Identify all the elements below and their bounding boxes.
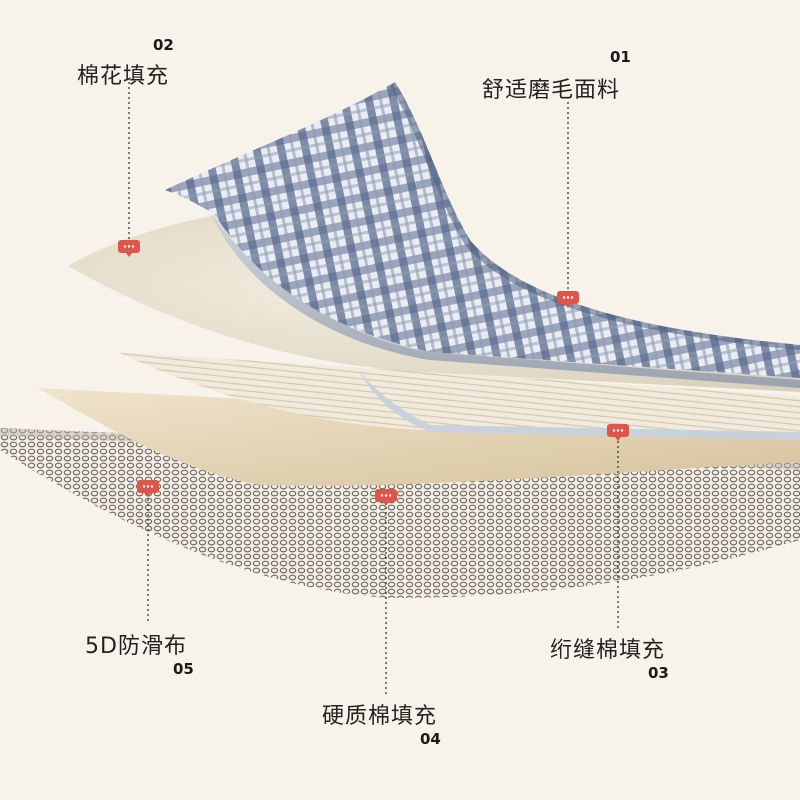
layer-03-quilted-cotton [118,352,800,436]
layer-01-plaid-fabric [165,82,800,378]
layer-04-hard-cotton [38,388,800,486]
layer-05-name: 5D防滑布 [85,634,187,659]
layer-02-name: 棉花填充 [77,64,170,89]
layer-05-number: 05 [173,660,194,678]
marker-02-chat-bubble-icon [118,240,140,257]
marker-03-chat-bubble-icon [607,424,629,441]
layer-02-number: 02 [153,36,174,54]
marker-01-chat-bubble-icon [557,291,579,308]
marker-04-chat-bubble-icon [375,489,397,506]
layer-04-number: 04 [420,730,441,748]
layer-04-name: 硬质棉填充 [322,704,438,729]
layer-01-number: 01 [610,48,631,66]
layer-03-name: 绗缝棉填充 [550,638,666,663]
layer-01-name: 舒适磨毛面料 [482,78,621,103]
layer-03-number: 03 [648,664,669,682]
layer-03-edge [360,372,800,440]
marker-05-chat-bubble-icon [137,480,159,497]
